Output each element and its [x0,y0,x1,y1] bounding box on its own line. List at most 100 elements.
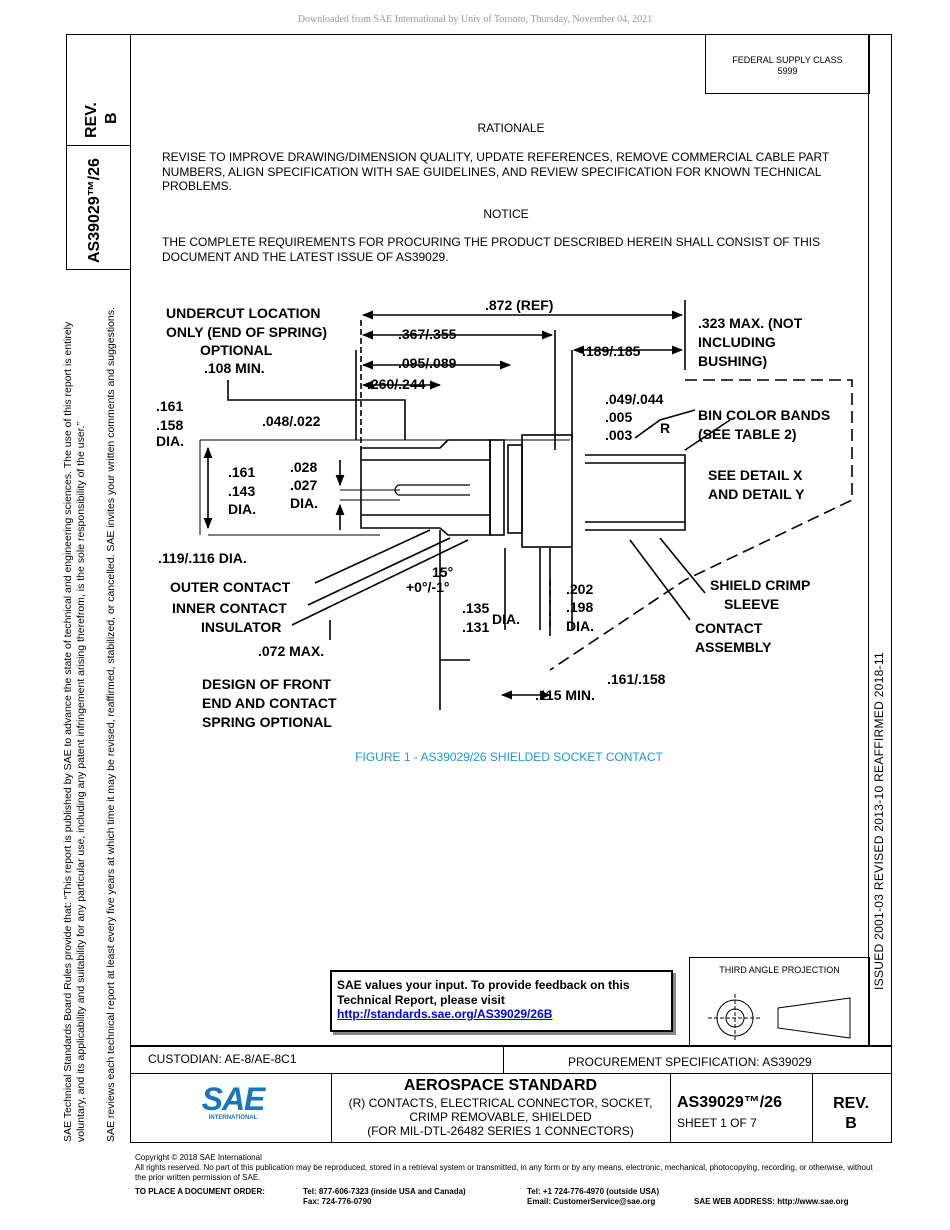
title-doc-number: AS39029™/26 [677,1094,782,1111]
figure-caption: FIGURE 1 - AS39029/26 SHIELDED SOCKET CO… [355,750,663,764]
see-detail-line-1: SEE DETAIL X [708,467,803,483]
dim-dia-d: DIA. [492,611,520,627]
sae-rules-text: SAE Technical Standards Board Rules prov… [62,322,88,1142]
dim-260: .260/.244 [367,376,426,392]
shielded-socket-contact-drawing: UNDERCUT LOCATION ONLY (END OF SPRING) O… [156,297,853,730]
sae-review-text: SAE reviews each technical report at lea… [105,307,117,1142]
dim-dia-a: DIA. [156,433,184,449]
footer-fax: Fax: 724-776-0790 [303,1197,372,1206]
dim-323-line-1: .323 MAX. (NOT [698,315,803,331]
dim-143: .143 [228,483,255,499]
title-divider-1 [331,1073,332,1143]
design-front-line-2: END AND CONTACT [202,695,337,711]
shield-crimp-line-2: SLEEVE [724,596,779,612]
federal-supply-class: 5999 [777,66,798,76]
dim-119: .119/.116 DIA. [158,550,247,566]
shield-crimp-line-1: SHIELD CRIMP [710,577,810,593]
title-rev: REV. B [812,1094,890,1134]
custodian-label: CUSTODIAN: AE-8/AE-8C1 [148,1052,297,1066]
dim-005: .005 [605,409,632,425]
dim-dia-c: DIA. [290,495,318,511]
federal-supply-label: FEDERAL SUPPLY CLASS [732,55,843,65]
footer-copyright: Copyright © 2018 SAE International [135,1153,262,1162]
download-notice: Downloaded from SAE International by Uni… [297,14,653,25]
angle-15: 15° [432,564,453,580]
federal-supply-box: FEDERAL SUPPLY CLASS 5999 [705,34,870,94]
dim-131: .131 [462,619,489,635]
rules-line-1: SAE Technical Standards Board Rules prov… [62,321,74,1142]
rules-line-2: voluntary, and its applicability and sui… [75,421,87,1142]
dim-dia-e: DIA. [566,618,594,634]
procurement-spec: PROCUREMENT SPECIFICATION: AS39029 [568,1055,812,1069]
undercut-line-3: OPTIONAL [200,342,273,358]
rationale-body: REVISE TO IMPROVE DRAWING/DIMENSION QUAL… [162,150,830,193]
see-detail-line-2: AND DETAIL Y [708,486,805,502]
dim-198: .198 [566,599,593,615]
rev-label: REV. [83,102,100,138]
sae-logo: SAE INTERNATIONAL [198,1083,268,1121]
custodian-divider [503,1046,504,1074]
title-line-2: CRIMP REMOVABLE, SHIELDED [409,1110,592,1124]
bin-color-line-1: BIN COLOR BANDS [698,407,830,423]
dim-072: .072 MAX. [258,643,324,659]
contact-assembly-line-2: ASSEMBLY [695,639,772,655]
contact-assembly-line-1: CONTACT [695,620,763,636]
notice-body: THE COMPLETE REQUIREMENTS FOR PROCURING … [162,235,821,264]
footer-web: SAE WEB ADDRESS: http://www.sae.org [694,1197,849,1206]
design-front-line-1: DESIGN OF FRONT [202,676,332,692]
dim-095: .095/.089 [398,355,457,371]
projection-symbol-icon [708,994,851,1042]
title-text: AEROSPACE STANDARD (R) CONTACTS, ELECTRI… [331,1076,670,1139]
dim-202: .202 [566,581,593,597]
footer-tel-2: Tel: +1 724-776-4970 (outside USA) [527,1187,660,1196]
dim-028: .028 [290,459,317,475]
design-front-line-3: SPRING OPTIONAL [202,714,332,730]
feedback-box: SAE values your input. To provide feedba… [330,970,673,1032]
order-label: TO PLACE A DOCUMENT ORDER: [135,1187,265,1196]
undercut-line-1: UNDERCUT LOCATION [166,305,321,321]
dim-048: .048/.022 [262,413,321,429]
dim-049: .049/.044 [605,391,664,407]
insulator-label: INSULATOR [201,619,281,635]
projection-label: THIRD ANGLE PROJECTION [719,965,840,975]
issue-dates: ISSUED 2001-03 REVISED 2013-10 REAFFIRME… [872,652,886,990]
bin-color-line-2: (SEE TABLE 2) [698,426,797,442]
rev-vertical: REV. B [82,102,122,138]
title-rev-value: B [845,1115,857,1132]
dim-872-ref: .872 (REF) [485,297,553,313]
right-column-divider [868,34,869,1046]
dim-323-line-3: BUSHING) [698,353,767,369]
undercut-line-4: .108 MIN. [204,360,265,376]
title-divider-2 [670,1073,671,1143]
dim-189: .189/.185 [582,343,641,359]
footer: Copyright © 2018 SAE International All r… [135,1153,885,1183]
footer-email: Email: CustomerService@sae.org [527,1197,656,1206]
title-line-3: (FOR MIL-DTL-26482 SERIES 1 CONNECTORS) [367,1124,634,1138]
sae-logo-sub: INTERNATIONAL [208,1115,258,1121]
dim-161-a: .161 [156,398,183,414]
dim-323-line-2: INCLUDING [698,334,776,350]
title-divider-3 [812,1073,813,1143]
feedback-link[interactable]: http://standards.sae.org/AS39029/26B [337,1007,553,1021]
dim-367: .367/.355 [398,326,457,342]
sae-logo-text: SAE [201,1081,266,1117]
notice-heading: NOTICE [483,207,529,221]
page-frame [130,34,892,1046]
doc-number-box [66,145,131,270]
projection-box: THIRD ANGLE PROJECTION [689,957,870,1046]
outer-contact-label: OUTER CONTACT [170,579,291,595]
title-line-1: (R) CONTACTS, ELECTRICAL CONNECTOR, SOCK… [348,1096,653,1110]
footer-tel-1: Tel: 877-606-7323 (inside USA and Canada… [303,1187,466,1196]
dim-027: .027 [290,477,317,493]
dim-115: .115 MIN. [535,687,595,703]
angle-tolerance: +0°/-1° [406,579,450,595]
feedback-text: SAE values your input. To provide feedba… [337,978,630,1007]
dim-158: .158 [156,417,183,433]
rev-value: B [103,112,120,124]
doc-number-vertical: AS39029™/26 [86,158,103,263]
inner-contact-label: INNER CONTACT [172,600,287,616]
dim-161-b: .161 [228,464,255,480]
footer-phone: Tel: 877-606-7323 (inside USA and Canada… [303,1187,466,1207]
dim-161-158-b: .161/.158 [607,671,666,687]
radius-label: R [660,420,670,436]
